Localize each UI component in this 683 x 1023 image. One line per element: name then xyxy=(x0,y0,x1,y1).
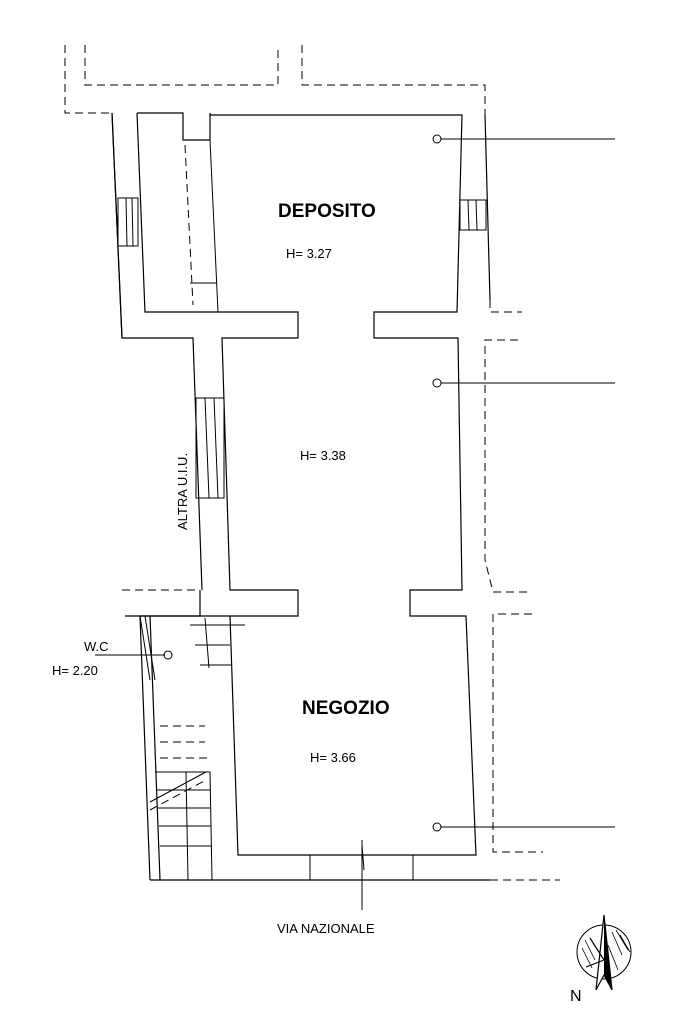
neighbor-unit-label: ALTRA U.I.U. xyxy=(175,453,190,530)
entrance-marker xyxy=(361,840,365,910)
north-label: N xyxy=(570,988,582,1005)
windows xyxy=(117,197,487,499)
north-arrow-icon xyxy=(576,914,632,991)
neighbor-outline xyxy=(64,45,560,881)
room-height-deposito: H= 3.27 xyxy=(286,246,332,261)
room-name-wc: W.C xyxy=(84,639,109,654)
wc-and-stairs xyxy=(95,615,245,881)
walls xyxy=(111,112,491,881)
room-name-deposito: DEPOSITO xyxy=(278,201,376,222)
ceiling-light-icon xyxy=(163,134,615,832)
room-height-negozio: H= 3.66 xyxy=(310,750,356,765)
room-height-middle: H= 3.38 xyxy=(300,448,346,463)
room-name-negozio: NEGOZIO xyxy=(302,698,390,719)
street-label: VIA NAZIONALE xyxy=(277,921,375,936)
room-height-wc: H= 2.20 xyxy=(52,663,98,678)
